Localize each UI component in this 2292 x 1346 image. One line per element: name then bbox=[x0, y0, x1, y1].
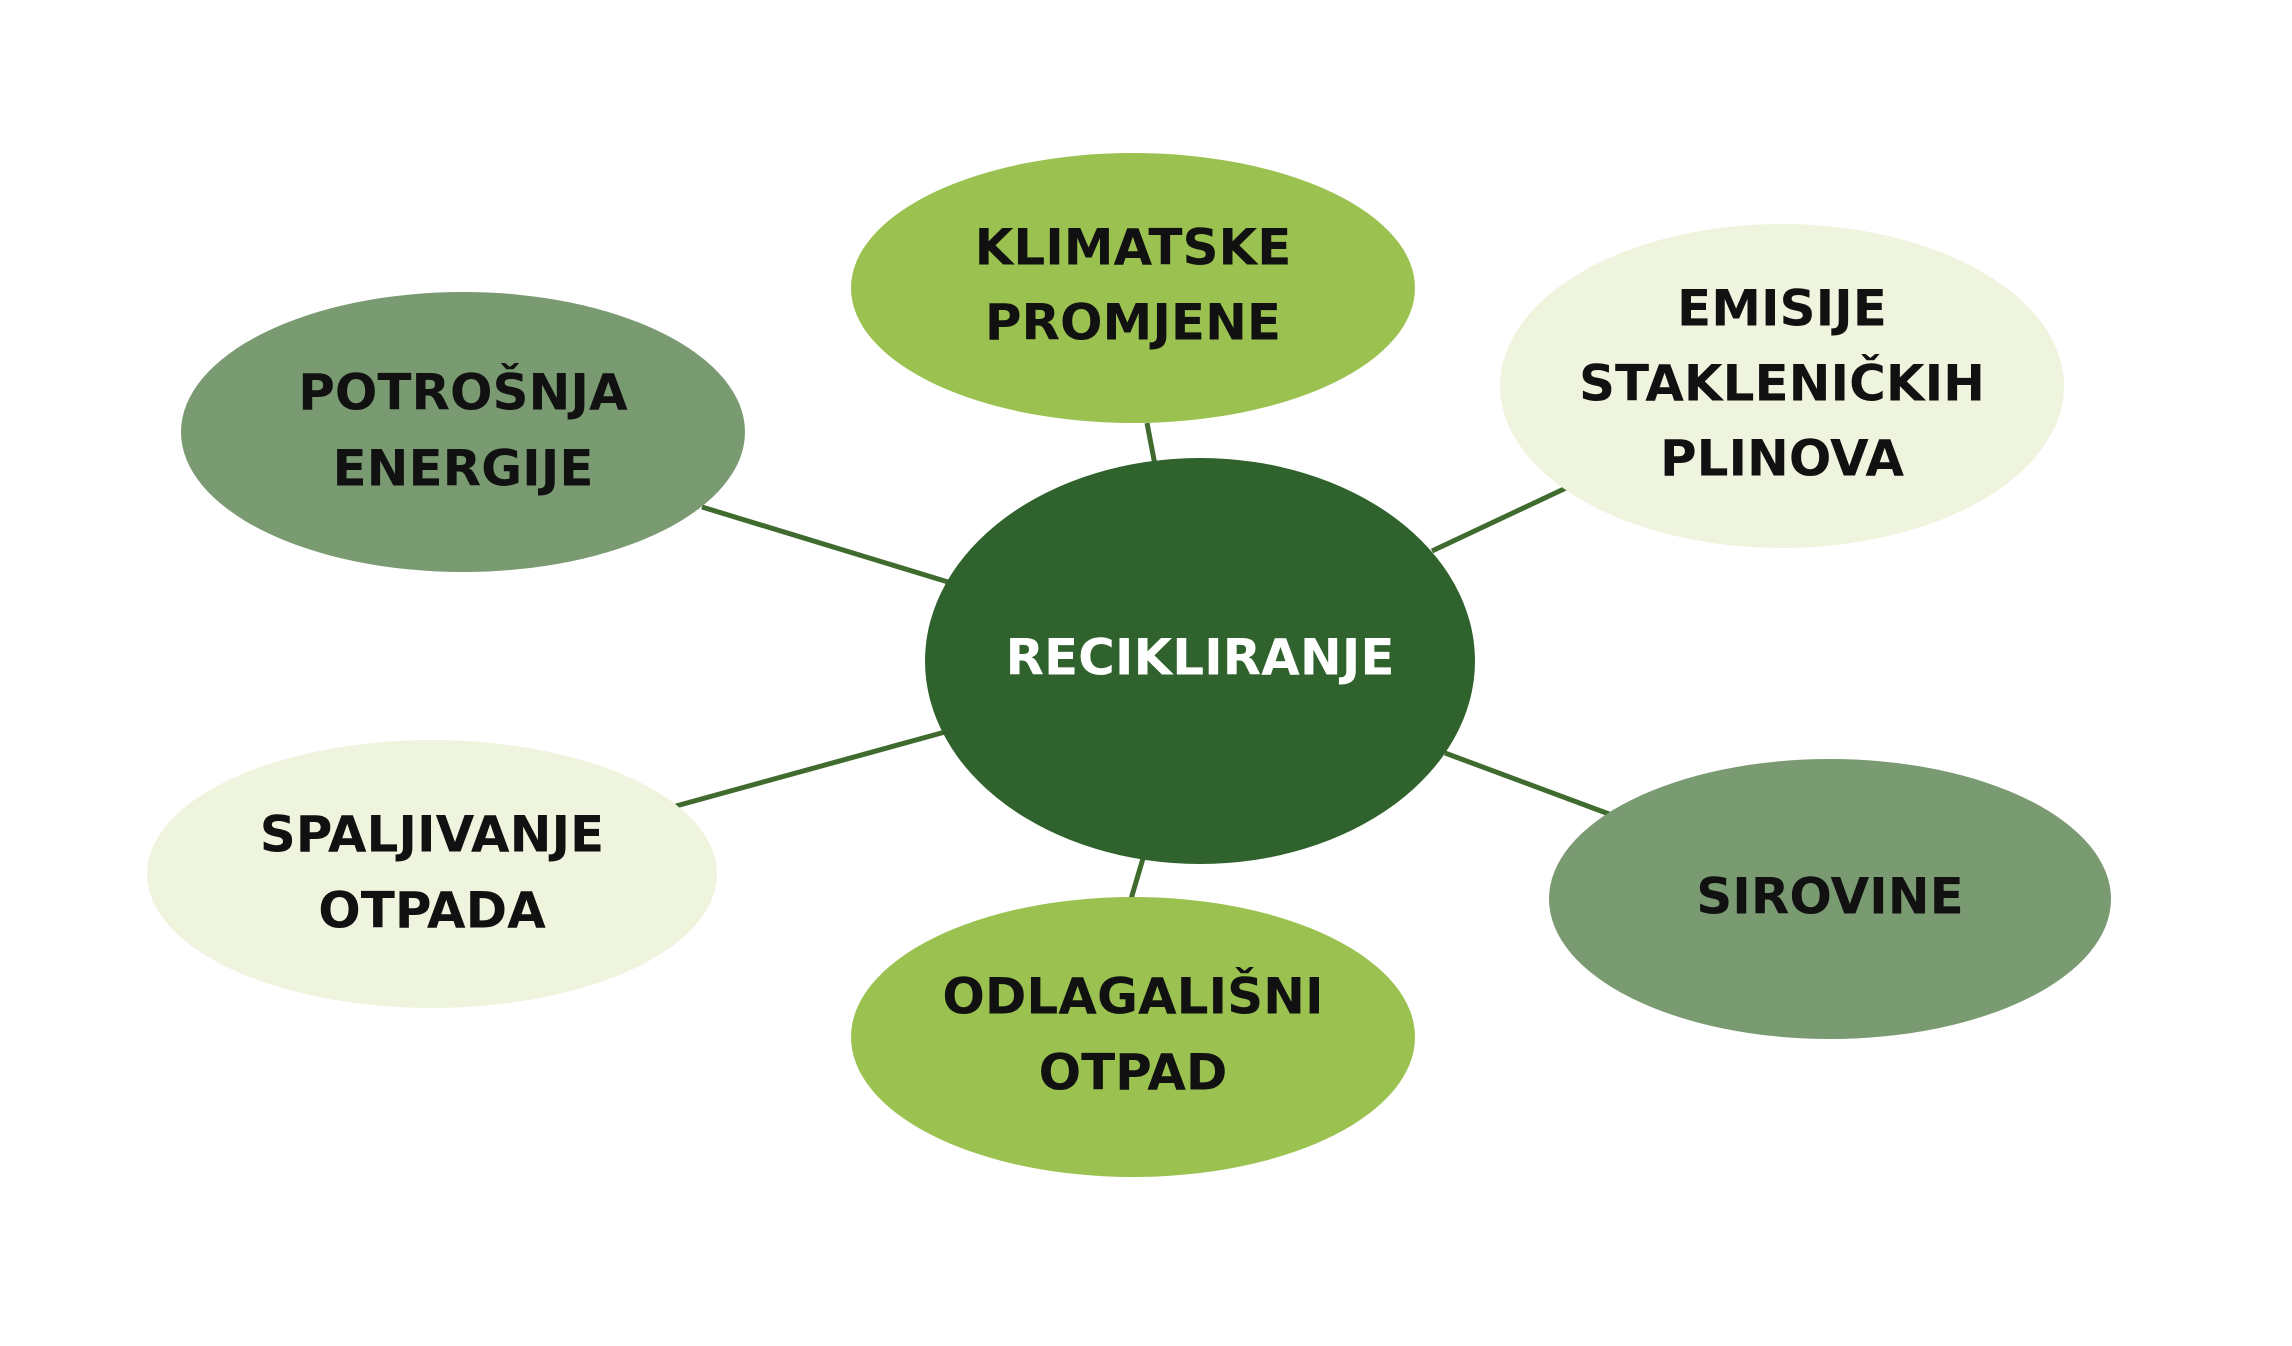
node-potrosnja-line-1: POTROŠNJA bbox=[298, 363, 628, 422]
node-klimatske bbox=[851, 153, 1415, 423]
connector-klimatske bbox=[1144, 422, 1158, 466]
node-spaljivanje-line-2: OTPADA bbox=[318, 882, 546, 940]
connector-sirovine bbox=[1444, 750, 1610, 817]
node-klimatske-line-2: PROMJENE bbox=[985, 294, 1281, 352]
node-spaljivanje bbox=[147, 740, 717, 1008]
node-emisije-line-1: EMISIJE bbox=[1677, 280, 1887, 338]
node-spaljivanje-line-1: SPALJIVANJE bbox=[260, 806, 604, 864]
node-emisije bbox=[1500, 224, 2064, 548]
node-klimatske-line-1: KLIMATSKE bbox=[975, 219, 1292, 277]
connector-emisije bbox=[1430, 485, 1568, 554]
node-emisije-line-2: STAKLENIČKIH bbox=[1579, 354, 1985, 413]
node-sirovine-line-1: SIROVINE bbox=[1696, 868, 1964, 926]
center-node bbox=[925, 458, 1475, 864]
node-sirovine bbox=[1549, 759, 2111, 1039]
node-emisije-line-3: PLINOVA bbox=[1660, 430, 1904, 488]
node-potrosnja-line-2: ENERGIJE bbox=[332, 440, 593, 498]
node-odlagalisni-line-1: ODLAGALIŠNI bbox=[942, 967, 1323, 1026]
center-node-label: RECIKLIRANJE bbox=[1006, 629, 1395, 687]
connector-spaljivanje bbox=[675, 729, 946, 809]
connector-potrosnja bbox=[701, 504, 949, 585]
node-potrosnja bbox=[181, 292, 745, 572]
connector-odlagalisni bbox=[1128, 854, 1147, 900]
node-odlagalisni bbox=[851, 897, 1415, 1177]
node-odlagalisni-line-2: OTPAD bbox=[1039, 1044, 1228, 1102]
